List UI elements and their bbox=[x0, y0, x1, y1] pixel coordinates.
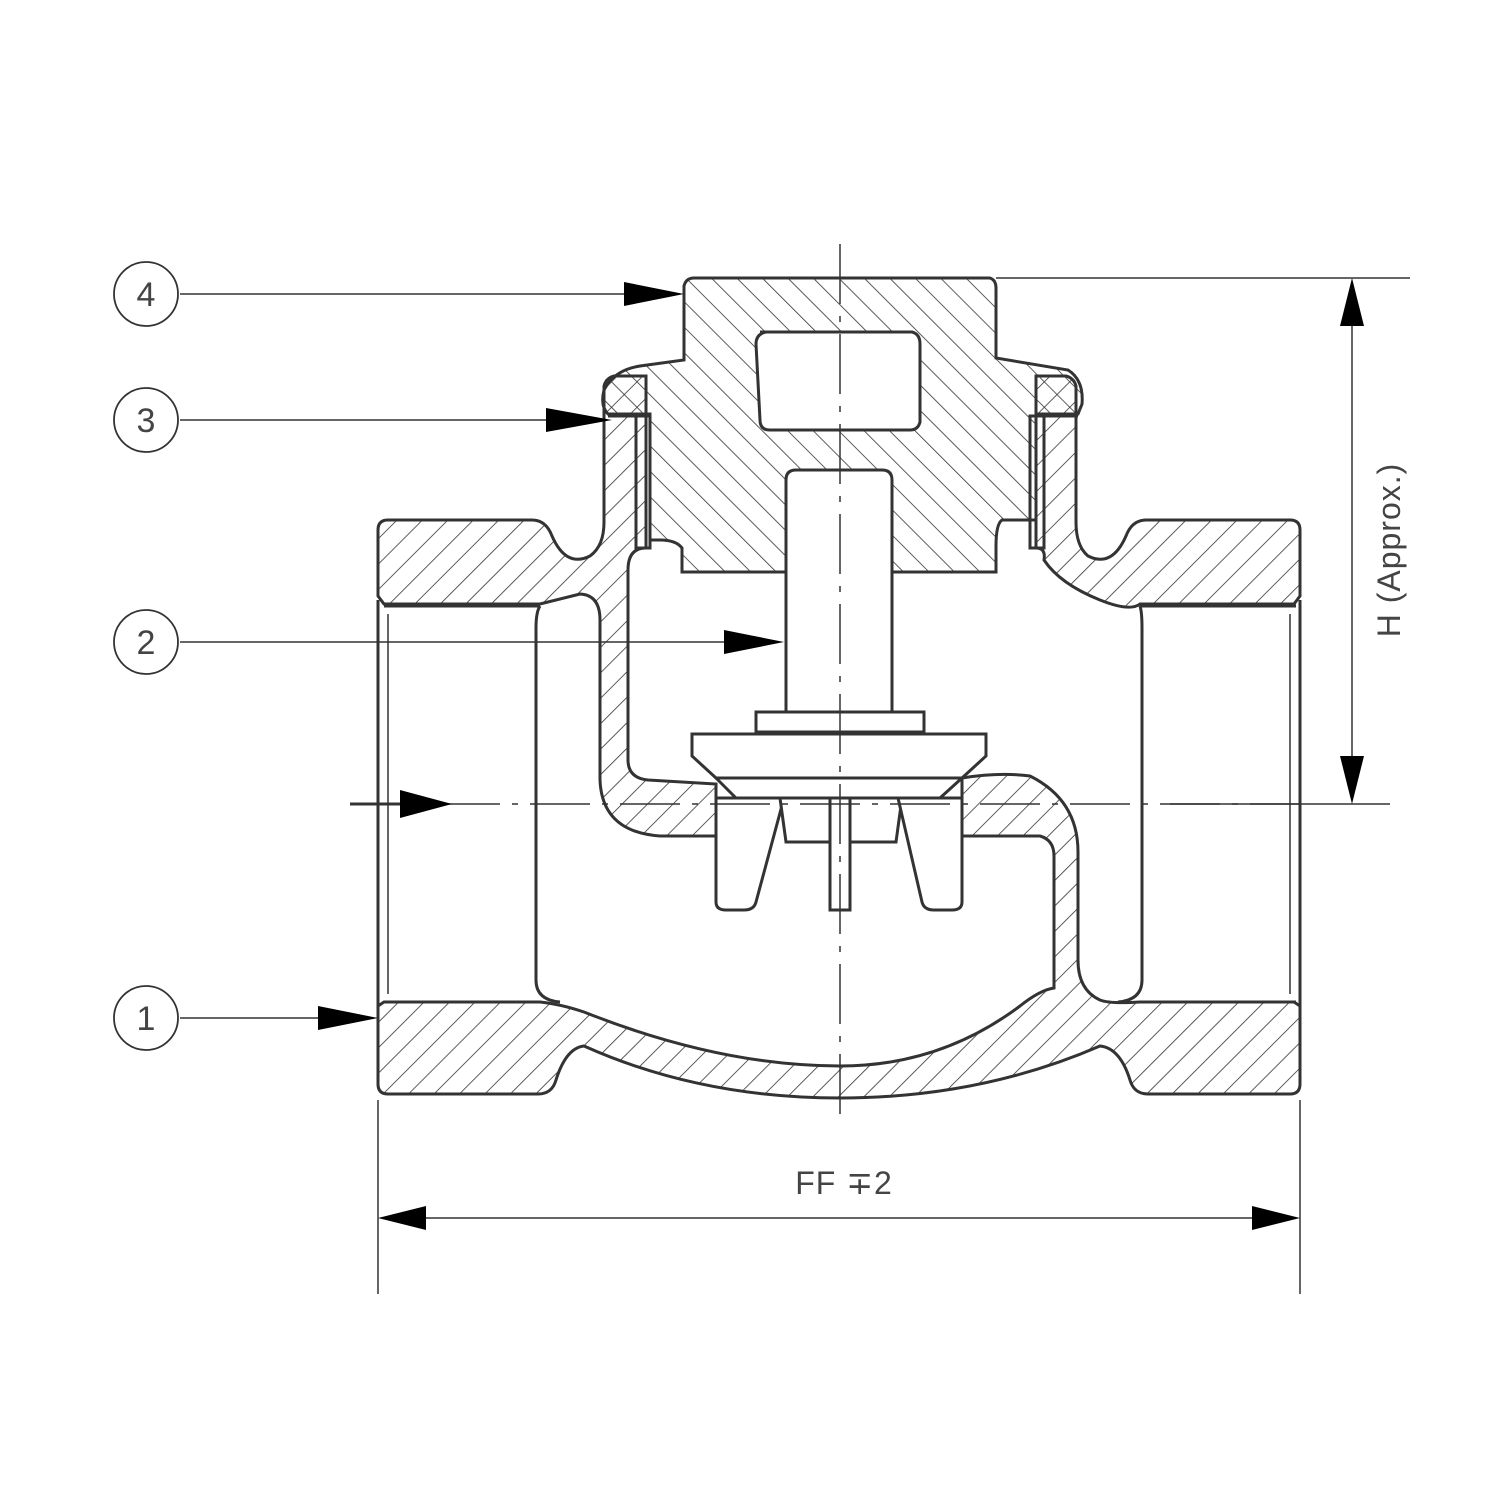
callout-2-label: 2 bbox=[137, 624, 156, 662]
callout-4-label: 4 bbox=[137, 276, 156, 314]
stem bbox=[784, 468, 894, 714]
callout-1-label: 1 bbox=[137, 1000, 156, 1038]
callout-3-label: 3 bbox=[137, 402, 156, 440]
disc-cone bbox=[714, 776, 964, 800]
callout-leaders bbox=[180, 282, 784, 1030]
callout-1: 1 bbox=[113, 985, 179, 1051]
height-dimension-label: H (Approx.) bbox=[1371, 463, 1407, 638]
height-dimension: H (Approx.) bbox=[996, 277, 1410, 805]
callout-4: 4 bbox=[113, 261, 179, 327]
stem-guide-bore bbox=[754, 330, 922, 432]
disc bbox=[690, 732, 988, 780]
guide-wing-right bbox=[896, 796, 964, 912]
gasket bbox=[608, 414, 1078, 550]
callout-2: 2 bbox=[113, 609, 179, 675]
body-wall-bottom bbox=[376, 772, 1302, 1100]
guide-wing-left bbox=[714, 796, 786, 912]
face-to-face-dimension: FF ∓2 bbox=[377, 1100, 1301, 1294]
callout-3: 3 bbox=[113, 387, 179, 453]
flow-direction-arrow bbox=[350, 790, 452, 818]
disc-assembly bbox=[690, 468, 988, 912]
face-to-face-dimension-label: FF ∓2 bbox=[795, 1165, 893, 1201]
body-wall-top-left bbox=[376, 374, 718, 838]
